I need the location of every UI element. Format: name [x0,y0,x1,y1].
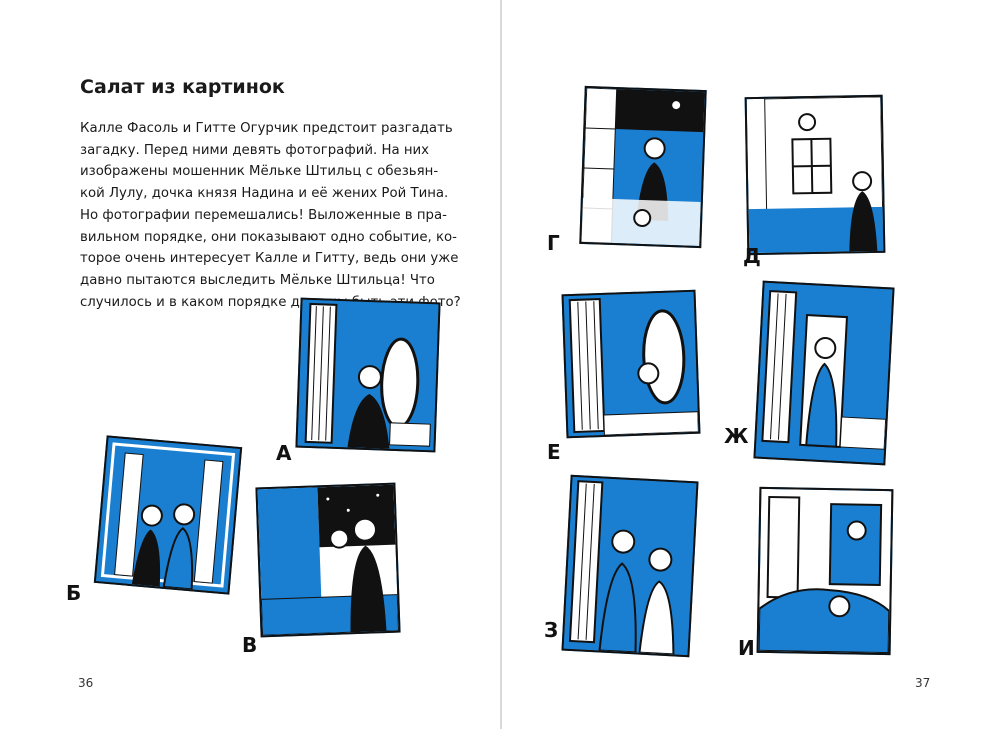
paragraph-line: торое очень интересует Калле и Гитту, ве… [80,251,459,267]
paragraph-line: Калле Фасоль и Гитте Огурчик предстоит р… [80,121,453,136]
puzzle-description: Калле Фасоль и Гитте Огурчик предстоит р… [80,118,461,313]
right-page: Г Д Е [502,0,1003,729]
photo-i [756,486,894,656]
photo-g [579,85,707,249]
paragraph-line: загадку. Перед ними девять фотографий. Н… [80,142,430,158]
photo-z [561,474,699,658]
paragraph-line: давно пытаются выследить Мёльке Штильца!… [80,272,435,288]
photo-d [744,94,886,256]
paragraph-line: изображены мошенник Мёльке Штильц с обез… [80,164,439,180]
page-title: Салат из картинок [80,76,285,98]
left-page: Салат из картинок Калле Фасоль и Гитте О… [0,0,501,729]
photo-e [561,289,701,439]
photo-label-z: З [544,618,559,642]
photo-label-i: И [738,636,755,660]
photo-label-a: А [276,441,292,465]
page-number-right: 37 [915,676,931,690]
photo-b [93,435,243,595]
photo-v [255,482,401,638]
photo-label-b: Б [66,581,82,605]
photo-label-zh: Ж [724,424,749,448]
page-number-left: 36 [78,676,94,690]
photo-label-g: Г [547,231,560,255]
photo-zh [753,280,895,466]
paragraph-line: Но фотографии перемешались! Выложенные в… [80,207,447,223]
photo-label-e: Е [547,440,561,464]
book-spine [500,0,502,729]
paragraph-line: кой Лулу, дочка князя Надина и её жених … [80,186,449,202]
photo-a [295,297,441,453]
paragraph-line: вильном порядке, они показывают одно соб… [80,229,457,245]
photo-label-v: В [242,633,258,657]
photo-label-d: Д [743,244,761,268]
